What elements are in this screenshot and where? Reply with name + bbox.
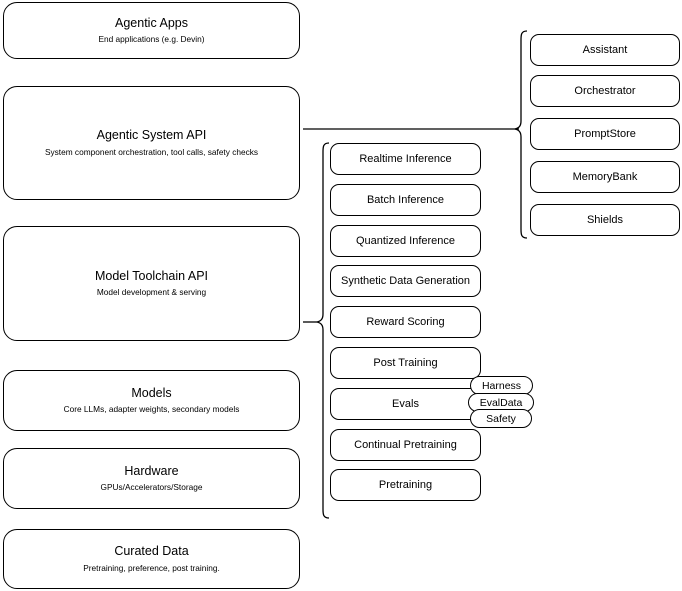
stack-layer-agentic-system-api[interactable]: Agentic System API System component orch… [3,86,300,200]
toolchain-item-label: Realtime Inference [359,153,452,165]
stack-layer-title: Hardware [124,463,179,478]
toolchain-item-label: Post Training [373,357,438,369]
evals-tag-label: Safety [486,412,516,425]
evals-tag-safety[interactable]: Safety [470,409,532,428]
agentic-system-item-memorybank[interactable]: MemoryBank [530,161,680,193]
stack-layer-subtitle: Model development & serving [96,287,207,298]
stack-layer-title: Curated Data [114,544,189,559]
stack-layer-subtitle: Pretraining, preference, post training. [83,562,220,573]
evals-tag-label: Harness [481,379,522,392]
stack-layer-hardware[interactable]: Hardware GPUs/Accelerators/Storage [3,448,300,509]
toolchain-item-post-training[interactable]: Post Training [330,347,481,379]
toolchain-item-label: Evals [392,398,419,410]
stack-layer-title: Model Toolchain API [94,268,209,283]
agentic-system-item-label: PromptStore [574,128,636,140]
stack-layer-title: Agentic System API [96,128,207,143]
stack-layer-title: Agentic Apps [115,15,188,30]
evals-tag-label: EvalData [479,396,523,409]
agentic-system-item-label: Assistant [582,44,628,56]
stack-layer-subtitle: System component orchestration, tool cal… [44,146,259,157]
toolchain-item-evals[interactable]: Evals [330,388,481,420]
toolchain-item-batch-inference[interactable]: Batch Inference [330,184,481,216]
agentic-system-item-shields[interactable]: Shields [530,204,680,236]
stack-layer-title: Models [131,385,172,400]
agentic-system-item-assistant[interactable]: Assistant [530,34,680,66]
agentic-system-item-label: Shields [586,214,624,226]
agentic-system-item-label: MemoryBank [572,171,638,183]
toolchain-item-label: Pretraining [378,479,433,491]
stack-layer-agentic-apps[interactable]: Agentic Apps End applications (e.g. Devi… [3,2,300,59]
toolchain-item-label: Batch Inference [366,194,445,206]
stack-layer-subtitle: End applications (e.g. Devin) [98,34,205,45]
toolchain-item-label: Continual Pretraining [354,439,457,451]
toolchain-item-quantized-inference[interactable]: Quantized Inference [330,225,481,257]
stack-layer-curated-data[interactable]: Curated Data Pretraining, preference, po… [3,529,300,589]
stack-layer-models[interactable]: Models Core LLMs, adapter weights, secon… [3,370,300,431]
agentic-system-item-promptstore[interactable]: PromptStore [530,118,680,150]
agentic-system-brace [514,30,528,239]
toolchain-item-label: Synthetic Data Generation [340,275,471,287]
stack-layer-subtitle: GPUs/Accelerators/Storage [100,482,203,493]
toolchain-item-continual-pretraining[interactable]: Continual Pretraining [330,429,481,461]
toolchain-item-pretraining[interactable]: Pretraining [330,469,481,501]
stack-layer-model-toolchain-api[interactable]: Model Toolchain API Model development & … [3,226,300,341]
toolchain-item-label: Reward Scoring [366,316,445,328]
stack-layer-subtitle: Core LLMs, adapter weights, secondary mo… [63,404,240,415]
toolchain-item-label: Quantized Inference [355,235,456,247]
agentic-system-item-orchestrator[interactable]: Orchestrator [530,75,680,107]
agentic-system-item-label: Orchestrator [574,85,636,97]
toolchain-item-realtime-inference[interactable]: Realtime Inference [330,143,481,175]
model-toolchain-brace [316,142,330,519]
toolchain-item-synthetic-data-generation[interactable]: Synthetic Data Generation [330,265,481,297]
toolchain-item-reward-scoring[interactable]: Reward Scoring [330,306,481,338]
